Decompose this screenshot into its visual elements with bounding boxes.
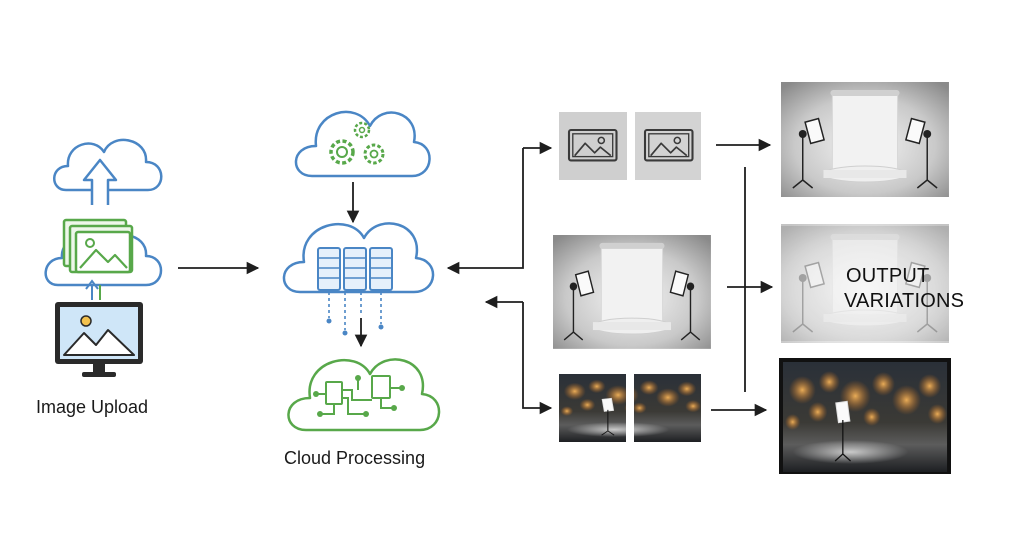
placeholder-thumbnail-2 — [635, 112, 701, 180]
cloud-server-icon — [282, 222, 435, 336]
output-variations-line2: VARIATIONS — [844, 290, 965, 312]
cloud-upload-icon — [53, 138, 163, 205]
cloud-circuit-icon — [287, 358, 441, 432]
output-variations-label: OUTPUT VARIATIONS — [844, 264, 965, 314]
studio-photo-main — [552, 234, 712, 350]
output-variations-line1: OUTPUT — [846, 265, 930, 287]
cloud-processing-label: Cloud Processing — [284, 448, 426, 468]
output-bokeh-photo — [779, 358, 951, 474]
cloud-gears-icon — [294, 110, 431, 178]
arrow-processing-to-bokeh — [522, 302, 553, 415]
output-studio-photo-1 — [780, 81, 950, 198]
image-stack-icon — [44, 218, 163, 287]
output-studio-photo-2 — [780, 224, 950, 343]
image-upload-label: Image Upload — [36, 397, 149, 417]
monitor-image-icon — [55, 302, 143, 377]
arrow-outputs-to-processing — [446, 148, 524, 275]
placeholder-thumbnail-1 — [559, 112, 627, 180]
upload-connector — [85, 279, 101, 300]
